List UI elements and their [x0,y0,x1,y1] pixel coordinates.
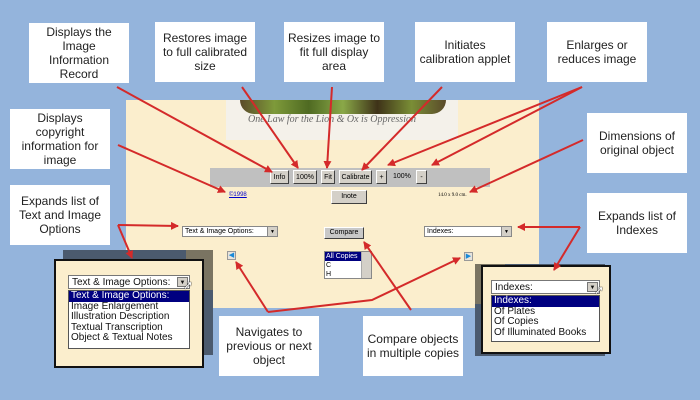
callout-text-options: Expands list of Text and Image Options [10,185,110,245]
indexes-dropdown[interactable]: Indexes: ▼ [491,280,600,294]
right-arrow-icon: ▶ [465,253,472,260]
indexes-select[interactable]: Indexes: ▼ [424,226,512,237]
text-options-dropdown-value: Text & Image Options: [72,277,171,288]
arrow-compare [363,241,412,311]
arrow-zoom-in [387,86,583,167]
callout-dimensions: Dimensions of original object [587,113,687,173]
inote-button[interactable]: Inote [331,190,367,204]
object-dimensions: 14.0 x 9.0 cm. [438,193,467,198]
arrow-restore [241,86,299,169]
chevron-down-icon[interactable]: ▼ [177,277,188,287]
copyright-link[interactable]: ©1998 [229,192,247,198]
arrow-info [116,86,273,173]
arrow-dimensions [469,139,584,193]
info-button[interactable]: Info [270,170,289,184]
arrow-indexes-popup [553,226,581,271]
callout-calibrate: Initiates calibration applet [415,22,515,82]
next-object-button[interactable]: ▶ [464,252,473,261]
text-options-list: Text & Image Options: Image Enlargement … [68,290,190,349]
mouse-pointer-icon: ➚ [183,278,194,292]
indexes-selected: Indexes: [427,228,454,235]
indexes-popup: Indexes: ▼ Indexes: Of Plates Of Copies … [481,265,611,354]
text-options-item[interactable]: Illustration Description [71,311,170,322]
callout-copyright: Displays copyright information for image [10,109,110,169]
callout-restore: Restores image to full calibrated size [155,22,255,82]
left-arrow-icon: ◀ [228,252,235,259]
arrow-zoom-out [431,86,583,166]
indexes-dropdown-value: Indexes: [495,282,533,293]
arrow-copyright [117,144,226,193]
arrow-navigate-next [267,257,461,313]
previous-object-button[interactable]: ◀ [227,251,236,260]
callout-indexes: Expands list of Indexes [587,193,687,253]
arrow-text-options [117,221,179,230]
text-options-item[interactable]: Textual Transcription [71,321,163,333]
text-options-item[interactable]: Text & Image Options: [69,290,189,302]
arrow-text-options-popup [117,224,133,259]
indexes-item[interactable]: Of Copies [494,316,539,327]
text-options-selected: Text & Image Options: [185,228,254,235]
callout-compare: Compare objects in multiple copies [363,316,463,376]
indexes-item[interactable]: Indexes: [492,295,599,307]
callout-image-info: Displays the Image Information Record [29,23,129,83]
zoom-out-button[interactable]: - [416,170,427,184]
chevron-down-icon[interactable]: ▼ [267,227,277,236]
arrow-fit [323,86,333,169]
fit-button[interactable]: Fit [321,170,335,184]
compare-button[interactable]: Compare [324,227,364,239]
artwork-illustration [240,100,446,114]
copies-scrollbar[interactable] [361,252,371,278]
indexes-list: Indexes: Of Plates Of Copies Of Illumina… [491,295,600,342]
artwork-caption: One Law for the Lion & Ox is Oppression [248,114,416,125]
text-options-dropdown[interactable]: Text & Image Options: ▼ [68,275,190,289]
text-options-select[interactable]: Text & Image Options: ▼ [182,226,278,237]
copies-option[interactable]: H [326,271,332,278]
indexes-item[interactable]: Of Illuminated Books [494,326,587,338]
image-toolbar: Info 100% Fit Calibrate + 100% - [210,168,490,187]
indexes-item[interactable]: Of Plates [494,305,536,317]
callout-resize: Resizes image to fit full display area [284,22,384,82]
arrow-calibrate [361,86,443,171]
copies-option[interactable]: C [326,262,332,269]
text-options-item[interactable]: Image Enlargement [71,300,159,312]
zoom-level: 100% [393,173,411,180]
callout-navigate: Navigates to previous or next object [219,316,319,376]
calibrate-button[interactable]: Calibrate [339,170,372,184]
restore-100-button[interactable]: 100% [293,170,317,184]
text-options-popup: Text & Image Options: ▼ Text & Image Opt… [54,259,204,368]
arrow-navigate-prev [235,261,269,313]
zoom-in-button[interactable]: + [376,170,387,184]
callout-zoom: Enlarges or reduces image [547,22,647,82]
copies-listbox[interactable]: All Copies C H [324,251,372,279]
copies-option[interactable]: All Copies [325,252,371,261]
chevron-down-icon[interactable]: ▼ [501,227,511,236]
chevron-down-icon[interactable]: ▼ [587,282,598,292]
mouse-pointer-icon: ➚ [594,283,605,297]
text-options-item[interactable]: Object & Textual Notes [71,332,173,343]
